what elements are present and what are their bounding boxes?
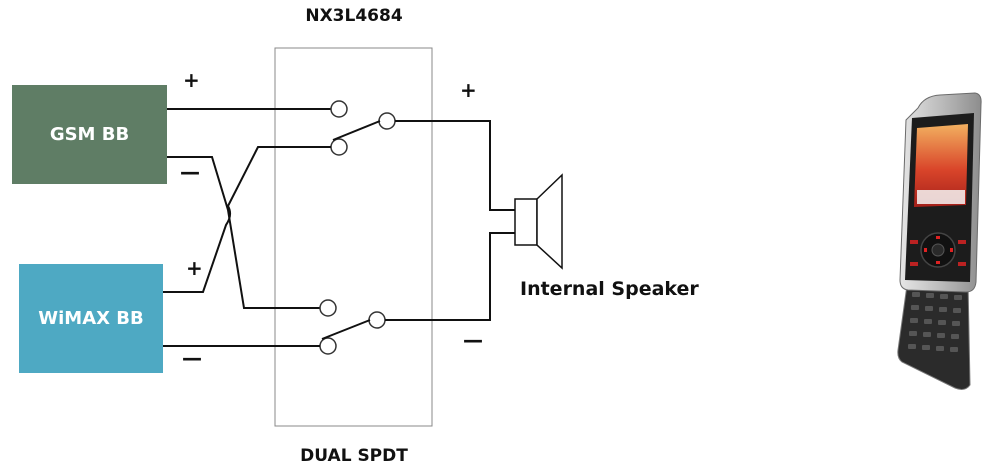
speaker-label: Internal Speaker — [520, 278, 699, 300]
gsm-label: GSM BB — [49, 124, 130, 145]
switch2-throw-a — [319, 299, 337, 317]
speaker-plus-wire — [395, 120, 515, 211]
speaker-minus-wire — [385, 232, 515, 321]
wimax-baseband-box: WiMAX BB — [19, 264, 163, 373]
switch1-throw-b — [330, 138, 348, 156]
switch1-blade — [332, 120, 381, 141]
chip-outline — [274, 47, 433, 427]
chip-name: NX3L4684 — [305, 6, 403, 26]
switch2-pole — [368, 311, 386, 329]
mobile-phone-icon — [897, 92, 982, 390]
wimax-plus-wire — [163, 146, 331, 293]
switch2-blade — [321, 319, 371, 340]
gsm-baseband-box: GSM BB — [12, 85, 167, 184]
speaker-minus-sign: — — [463, 328, 483, 352]
wimax-minus-sign: — — [182, 346, 202, 370]
switch2-throw-b — [319, 337, 337, 355]
switch1-throw-a — [330, 100, 348, 118]
gsm-minus-sign: — — [180, 160, 200, 184]
gsm-minus-wire — [167, 156, 320, 309]
wimax-label: WiMAX BB — [38, 308, 144, 329]
speaker-plus-sign: + — [460, 78, 477, 102]
wimax-plus-sign: + — [186, 256, 203, 280]
gsm-plus-sign: + — [183, 68, 200, 92]
switch1-pole — [378, 112, 396, 130]
speaker-icon — [514, 173, 563, 270]
chip-caption: DUAL SPDT — [300, 446, 408, 466]
